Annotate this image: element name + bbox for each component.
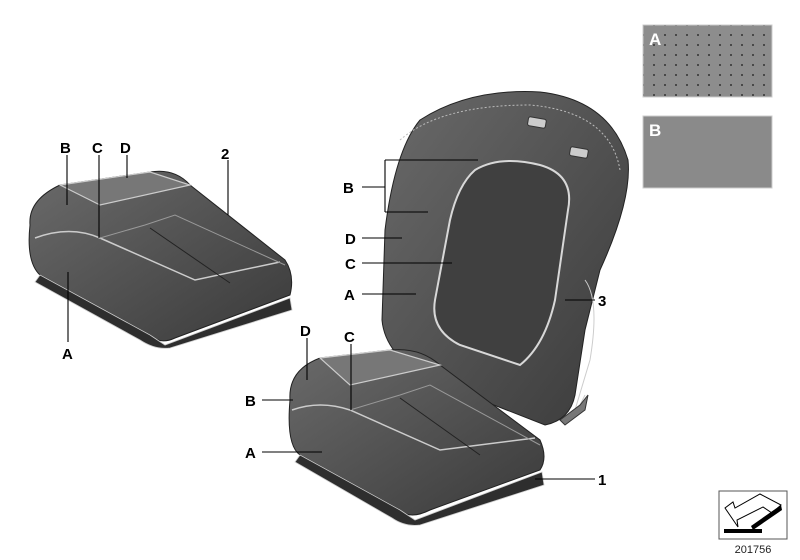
backrest-cover-part-3	[381, 91, 629, 426]
callout-b: B	[60, 140, 71, 157]
swatch-a: A	[642, 24, 773, 98]
seat-cushion-cover-part-2	[28, 170, 293, 349]
callout-b: B	[245, 393, 256, 410]
callout-3: 3	[598, 293, 606, 310]
callout-c: C	[92, 140, 103, 157]
callout-a: A	[62, 346, 73, 363]
view-direction-icon	[718, 490, 788, 540]
seat-cushion-cover-part-1	[288, 349, 545, 526]
diagram-number: 201756	[735, 544, 772, 556]
callout-d: D	[300, 323, 311, 340]
callout-a: A	[245, 445, 256, 462]
swatch-b-label: B	[649, 121, 661, 140]
callout-c: C	[345, 256, 356, 273]
swatch-b: B	[642, 115, 773, 189]
callout-d: D	[120, 140, 131, 157]
callout-1: 1	[598, 472, 606, 489]
callouts-left-cushion: B C D 2 A	[60, 140, 229, 363]
callout-c: C	[344, 329, 355, 346]
callout-2: 2	[221, 146, 229, 163]
callouts-front-cushion: D C B A 1	[245, 323, 606, 489]
swatch-a-label: A	[649, 30, 661, 49]
callout-b: B	[343, 180, 354, 197]
callout-d: D	[345, 231, 356, 248]
callouts-backrest: B D C A 3	[343, 159, 606, 310]
callout-a: A	[344, 287, 355, 304]
